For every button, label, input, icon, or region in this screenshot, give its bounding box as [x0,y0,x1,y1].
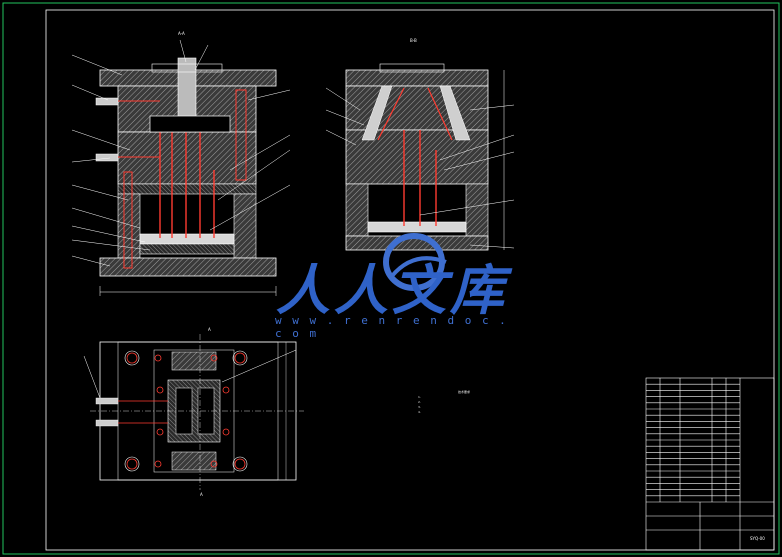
main-section-view [71,39,291,296]
inner-frame [45,9,775,551]
technical-note-line: 3. [418,405,421,409]
title-block [645,377,775,551]
drawing-number: SYQ-00 [750,536,765,541]
renrendoc-logo-icon [383,233,447,291]
cut-mark-top: A [208,327,211,332]
technical-note-line: 2. [418,400,421,404]
technical-note-line: 1. [418,395,421,399]
cut-mark-bottom: A [200,492,203,497]
section-label-bb: B-B [410,38,417,43]
watermark-brand: 人人文库 [276,258,508,322]
technical-notes: 技术要求 1. 2. 3. 4. [418,390,470,415]
watermark-url: w w w . r e n r e n d o c . c o m [275,314,508,340]
technical-notes-title: 技术要求 [458,390,471,394]
side-section-view [325,63,515,251]
plan-view [83,334,304,490]
technical-note-line: 4. [418,410,421,414]
section-label-aa: A-A [178,31,185,36]
